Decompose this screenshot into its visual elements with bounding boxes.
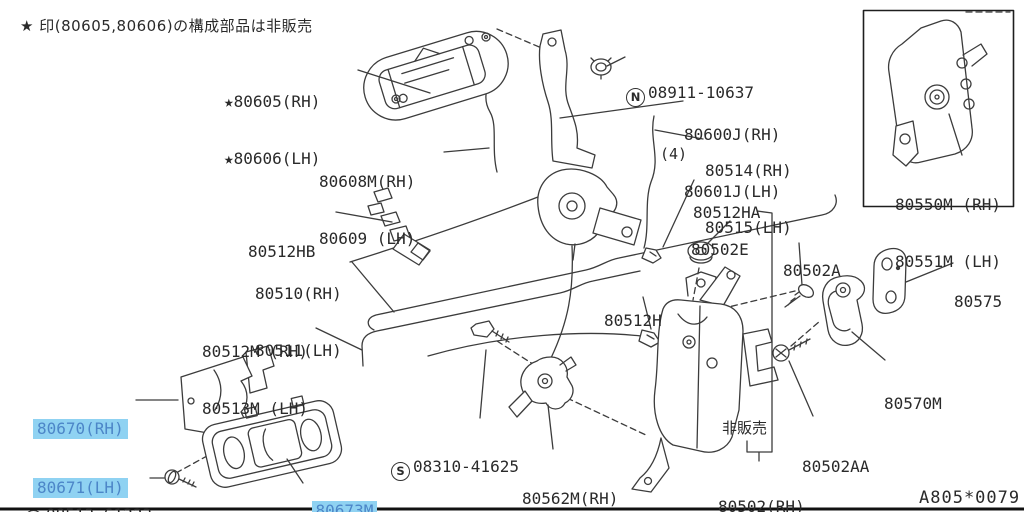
part-lock-actuator-80550m xyxy=(887,19,988,167)
inset-box xyxy=(862,9,1015,208)
diagram-reference-code: A805*0079 xyxy=(919,488,1021,508)
part-screw-80502aa xyxy=(772,338,811,362)
label-80575: 80575 xyxy=(954,292,1003,311)
label-80502aa: 80502AA xyxy=(802,457,870,476)
label-80670-80671-highlighted[interactable]: 80670(RH) 80671(LH) xyxy=(33,381,128,512)
part-rod-lower xyxy=(427,332,642,357)
label-80512hb: 80512HB xyxy=(248,242,316,261)
label-80608m-80609: 80608M(RH) 80609 (LH) xyxy=(319,172,416,248)
header-note: ★ 印(80605,80606)の構成部品は非販売 xyxy=(20,17,313,35)
group-bracket-lines xyxy=(746,210,773,462)
part-lock-link xyxy=(537,168,642,261)
part-door-lock-80502 xyxy=(631,266,779,493)
part-rod-80510 xyxy=(367,194,837,331)
part-striker-80570m xyxy=(821,275,866,347)
part-lock-lever-80562m xyxy=(508,356,577,418)
part-bolt-08310 xyxy=(470,320,510,343)
link-rod-vertical xyxy=(550,245,573,359)
label-80502e: 80502E xyxy=(691,240,749,259)
not-sold-tag: 非販売 xyxy=(722,419,768,437)
label-80562m: 80562M(RH) xyxy=(522,489,619,508)
part-clip-80512ha xyxy=(641,247,662,264)
part-rod-80514 xyxy=(643,115,656,249)
part-inside-handle-housing xyxy=(180,345,275,434)
label-80502-80503: 80502(RH) 80503(LH) xyxy=(718,497,805,512)
part-outside-handle xyxy=(363,30,509,121)
handle-screws xyxy=(391,32,491,104)
leader-lines xyxy=(135,56,963,484)
label-08513-61223: S08513-61223 (4) xyxy=(24,467,152,512)
part-grommet-80502e xyxy=(687,241,715,264)
part-bracket-80600j xyxy=(538,29,596,169)
link-rod-upper xyxy=(349,189,557,263)
label-80550m-80551m: 80550M (RH) 80551M (LH) xyxy=(895,195,1001,271)
label-80570m: 80570M xyxy=(884,394,942,413)
part-shim-80575 xyxy=(872,247,907,315)
label-80673m-highlighted[interactable]: 80673M xyxy=(273,482,378,512)
part-nut-08911 xyxy=(590,57,612,80)
part-rod-80512m xyxy=(361,270,641,367)
part-screw-08513 xyxy=(164,469,197,488)
label-80512h: 80512H xyxy=(604,311,662,330)
part-clip-80512h xyxy=(638,329,661,348)
label-80502a: 80502A xyxy=(783,261,841,280)
part-screw-80502a xyxy=(784,284,815,308)
part-clip-stack-80512hb xyxy=(367,187,431,266)
circle-s-icon: S xyxy=(391,462,410,481)
label-80512ha: 80512HA xyxy=(693,203,761,222)
part-bezel-80673m xyxy=(201,395,343,488)
label-80600j-80601j: 80600J(RH) 80601J(LH) xyxy=(684,125,781,201)
circle-n-icon: N xyxy=(626,88,645,107)
label-80510-80511: 80510(RH) 80511(LH) xyxy=(255,284,342,360)
label-80605-80606: ★80605(RH) ★80606(LH) xyxy=(224,92,321,168)
label-80514-80515: 80514(RH) 80515(LH) xyxy=(705,161,792,237)
label-80512m-80513m: 80512M (RH) 80513M (LH) xyxy=(202,342,308,418)
